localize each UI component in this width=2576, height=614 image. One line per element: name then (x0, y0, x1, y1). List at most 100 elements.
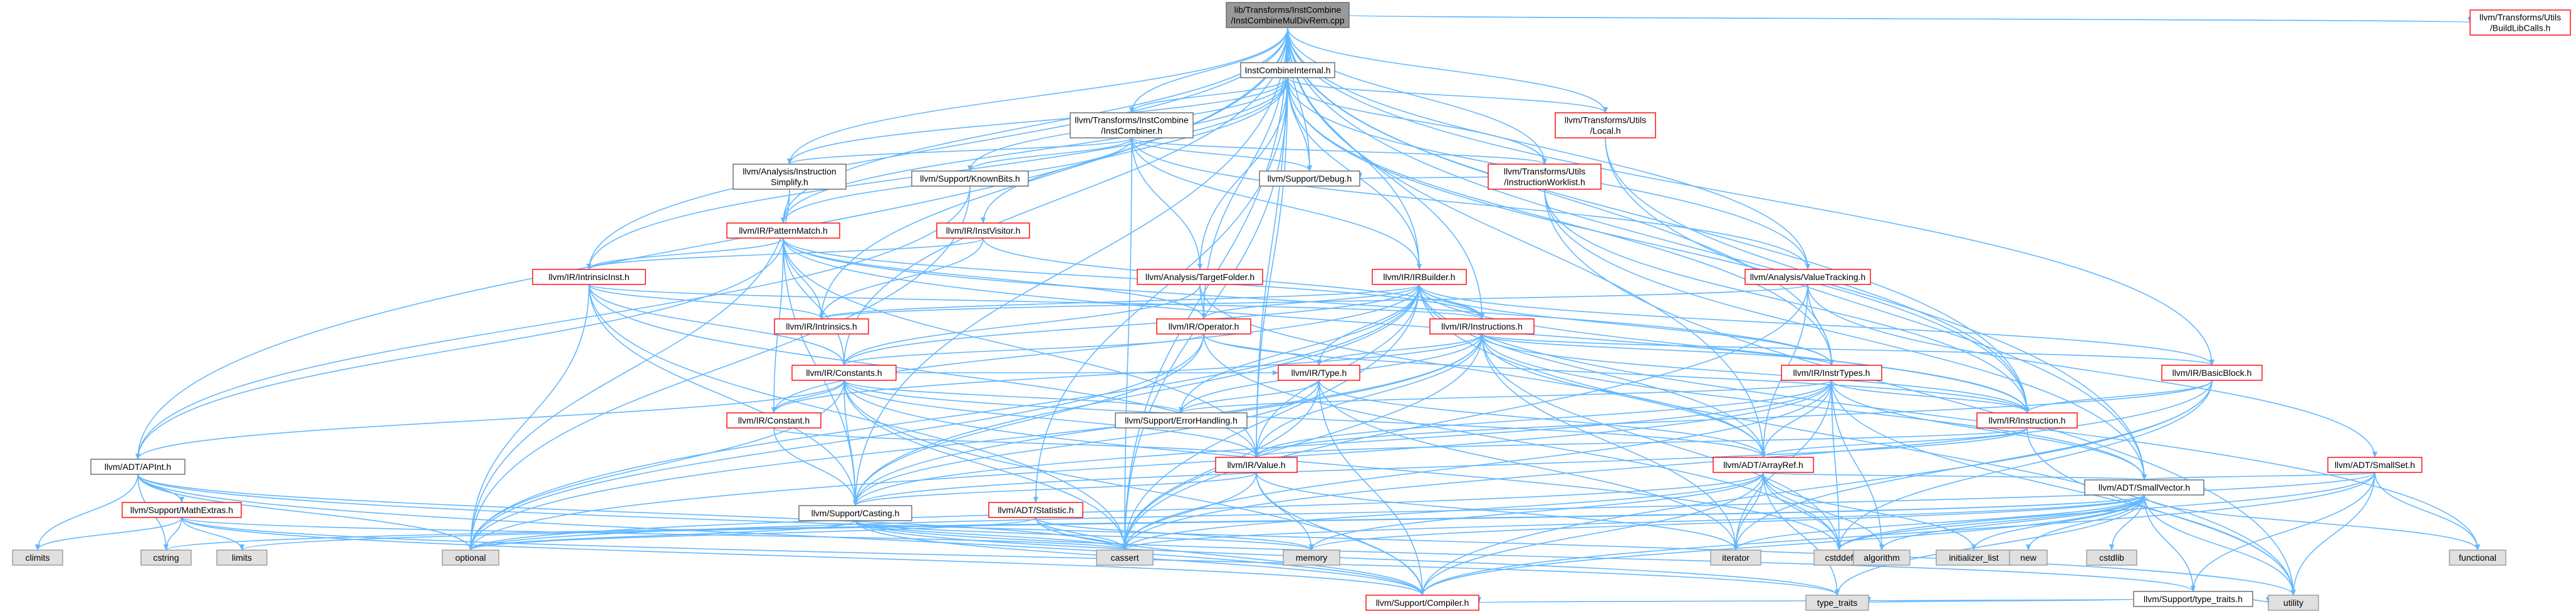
node-box (1070, 112, 1194, 138)
edge-worklist-to-utility (1544, 189, 2296, 596)
edge-type-to-compiler (1318, 380, 1425, 596)
edge-casting-to-type-traits (855, 520, 1840, 596)
edge-smallvector-to-memory (1309, 494, 2145, 551)
edge-smallvector-to-cassert (1122, 494, 2145, 551)
edge-instructions-to-constant (771, 333, 1483, 414)
node-box (2469, 9, 2571, 36)
edge-valuetracking-to-smallset (1807, 284, 2377, 458)
node-new[interactable]: new (2009, 549, 2048, 566)
node-label: llvm/Support/Debug.h (1268, 174, 1352, 184)
edge-instructions-to-arrayref (1481, 333, 1766, 458)
node-root[interactable]: lib/Transforms/InstCombine/InstCombineMu… (1226, 2, 1350, 28)
edge-instructions-to-type (1317, 333, 1483, 366)
node-climits[interactable]: climits (12, 549, 63, 566)
node-targetfolder[interactable]: llvm/Analysis/TargetFolder.h (1137, 269, 1263, 285)
node-constants[interactable]: llvm/IR/Constants.h (791, 365, 897, 381)
node-type-traits[interactable]: type_traits (1805, 595, 1869, 611)
node-functional[interactable]: functional (2449, 549, 2506, 566)
edge-instcombineinternal-to-value (1254, 77, 1288, 458)
node-type[interactable]: llvm/IR/Type.h (1278, 365, 1360, 381)
node-constant[interactable]: llvm/IR/Constant.h (726, 412, 821, 429)
node-label: functional (2459, 553, 2496, 563)
node-operator[interactable]: llvm/IR/Operator.h (1156, 318, 1251, 335)
edge-irbuilder-to-instruction (1419, 284, 2030, 414)
node-compiler[interactable]: llvm/Support/Compiler.h (1365, 595, 1479, 611)
edge-operator-to-optional (468, 333, 1204, 551)
node-debug[interactable]: llvm/Support/Debug.h (1259, 170, 1360, 187)
edge-irbuilder-to-optional (468, 284, 1420, 551)
node-label: optional (455, 553, 486, 563)
node-intrinsics[interactable]: llvm/IR/Intrinsics.h (774, 318, 869, 335)
node-limits[interactable]: limits (216, 549, 268, 566)
node-intrinsicinst[interactable]: llvm/IR/IntrinsicInst.h (532, 269, 646, 285)
node-statistic[interactable]: llvm/ADT/Statistic.h (988, 502, 1083, 518)
edge-insttypes-to-casting (853, 380, 1832, 506)
node-errorhandling[interactable]: llvm/Support/ErrorHandling.h (1115, 412, 1248, 429)
node-instcombineinternal[interactable]: InstCombineInternal.h (1240, 62, 1335, 78)
edge-value-to-casting (853, 472, 1257, 506)
node-cstdlib[interactable]: cstdlib (2086, 549, 2137, 566)
node-knownbits[interactable]: llvm/Support/KnownBits.h (911, 170, 1029, 187)
node-local[interactable]: llvm/Transforms/Utils/Local.h (1555, 112, 1656, 138)
node-instcombiner[interactable]: llvm/Transforms/InstCombine/InstCombiner… (1070, 112, 1194, 138)
node-label: /Local.h (1590, 126, 1620, 136)
node-label: cassert (1110, 553, 1139, 563)
edge-operator-to-casting (853, 333, 1204, 506)
node-utility[interactable]: utility (2268, 595, 2319, 611)
node-mathextras[interactable]: llvm/Support/MathExtras.h (122, 502, 242, 518)
edge-arrayref-to-optional (468, 472, 1764, 551)
node-label: initializer_list (1949, 553, 1998, 563)
edge-smallset-to-cstddef (1837, 472, 2375, 551)
node-typetraits-h[interactable]: llvm/Support/type_traits.h (2133, 591, 2253, 607)
node-label: llvm/Transforms/InstCombine (1075, 115, 1189, 125)
node-initializer-list[interactable]: initializer_list (1936, 549, 2012, 566)
node-instvisitor[interactable]: llvm/IR/InstVisitor.h (936, 222, 1030, 239)
node-cassert[interactable]: cassert (1096, 549, 1154, 566)
node-label: llvm/Transforms/Utils (2480, 13, 2561, 23)
node-label: /InstructionWorklist.h (1504, 177, 1585, 187)
edge-instruction-to-utility (2026, 427, 2296, 596)
node-box (726, 412, 821, 429)
node-algorithm[interactable]: algorithm (1853, 549, 1911, 566)
node-valuetracking[interactable]: llvm/Analysis/ValueTracking.h (1744, 269, 1871, 285)
node-label: llvm/Analysis/ValueTracking.h (1750, 272, 1865, 282)
edge-arrayref-to-cassert (1122, 472, 1764, 551)
node-smallset[interactable]: llvm/ADT/SmallSet.h (2327, 457, 2422, 473)
node-apint[interactable]: llvm/ADT/APInt.h (90, 459, 185, 475)
node-buildlibcalls[interactable]: llvm/Transforms/Utils/BuildLibCalls.h (2469, 9, 2571, 36)
edge-instructions-to-value (1254, 333, 1483, 458)
edge-casting-to-cassert (855, 520, 1127, 551)
node-insttypes[interactable]: llvm/IR/InstrTypes.h (1781, 365, 1882, 381)
edge-operator-to-type (1203, 333, 1322, 366)
node-box (774, 318, 869, 335)
node-memory[interactable]: memory (1283, 549, 1340, 566)
node-label: llvm/IR/Type.h (1291, 368, 1347, 378)
node-basicblock[interactable]: llvm/IR/BasicBlock.h (2161, 365, 2263, 381)
node-casting[interactable]: llvm/Support/Casting.h (798, 505, 912, 521)
node-patternmatch[interactable]: llvm/IR/PatternMatch.h (726, 222, 840, 239)
node-optional[interactable]: optional (442, 549, 499, 566)
node-worklist[interactable]: llvm/Transforms/Utils/InstructionWorklis… (1488, 164, 1602, 190)
node-instruction[interactable]: llvm/IR/Instruction.h (1976, 412, 2078, 429)
edge-typetraits-h-to-utility (2252, 596, 2271, 603)
node-label: /InstCombiner.h (1101, 126, 1162, 136)
node-arrayref[interactable]: llvm/ADT/ArrayRef.h (1713, 457, 1814, 473)
node-instructions[interactable]: llvm/IR/Instructions.h (1429, 318, 1535, 335)
node-box (2086, 549, 2137, 566)
node-value[interactable]: llvm/IR/Value.h (1215, 457, 1298, 473)
edge-mathextras-to-climits (35, 517, 182, 551)
edge-root-to-constants (842, 27, 1288, 366)
edge-arrayref-to-compiler (1420, 472, 1764, 596)
node-cstring[interactable]: cstring (140, 549, 192, 566)
node-iterator[interactable]: iterator (1710, 549, 1761, 566)
node-box (1936, 549, 2012, 566)
edge-constant-to-value (773, 427, 1259, 458)
node-label: llvm/ADT/SmallSet.h (2335, 460, 2415, 470)
node-smallvector[interactable]: llvm/ADT/SmallVector.h (2084, 479, 2204, 496)
node-label: llvm/ADT/ArrayRef.h (1723, 460, 1803, 470)
node-irbuilder[interactable]: llvm/IR/IRBuilder.h (1372, 269, 1467, 285)
edge-instructions-to-instruction (1481, 333, 2030, 414)
edge-apint-to-utility (137, 474, 2296, 596)
edge-worklist-to-smallvector (1544, 189, 2147, 481)
